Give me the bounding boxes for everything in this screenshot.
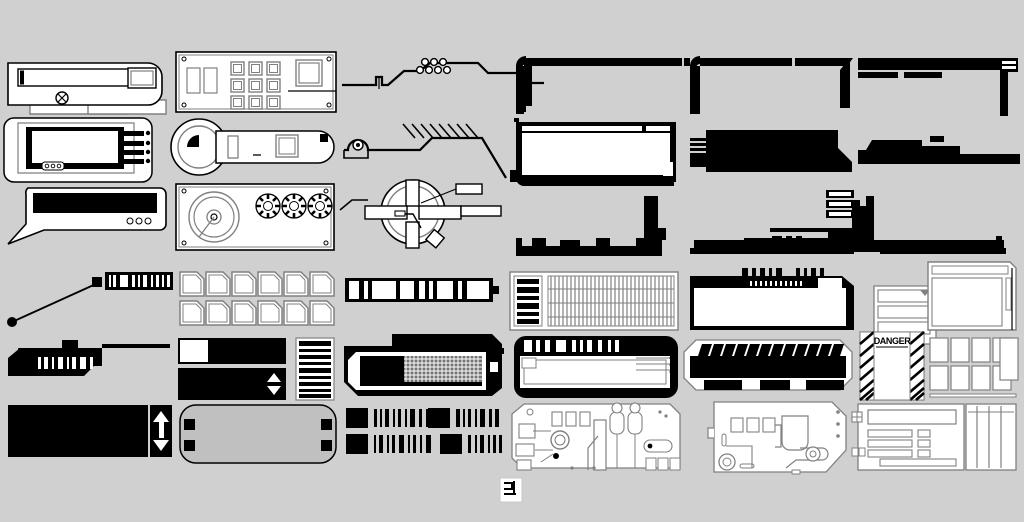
cut-corner-row-2[interactable] <box>179 300 335 326</box>
button-matrix[interactable] <box>929 337 1019 398</box>
wedge-barcode-strip <box>8 340 170 376</box>
dial-wand-panel[interactable] <box>170 118 335 176</box>
callout-bubble[interactable] <box>7 187 167 245</box>
leader-line-barcode <box>7 272 173 327</box>
filled-display-b <box>690 130 852 172</box>
filled-display-a <box>510 118 676 186</box>
hatch-marks <box>402 123 479 139</box>
frame-bracket-b <box>684 56 853 114</box>
arrow-up-icon[interactable] <box>267 373 281 382</box>
hub-crosshair[interactable] <box>339 179 502 249</box>
wide-readout-bar[interactable] <box>7 62 167 115</box>
header-ticks <box>742 268 824 276</box>
barcode-quad <box>346 408 502 454</box>
filled-display-c <box>858 136 1020 164</box>
node-cluster <box>415 57 452 75</box>
louver-panel <box>509 271 679 331</box>
pcb-board-left <box>511 402 681 471</box>
cut-corner-row-1[interactable] <box>179 271 335 297</box>
black-panel-arrows[interactable] <box>8 405 172 457</box>
arrow-up-icon[interactable] <box>153 411 169 422</box>
screen-bezel-panel[interactable] <box>3 117 153 183</box>
hazard-stripes-right <box>909 331 925 401</box>
radiator-fins <box>698 344 844 356</box>
side-port-pins <box>118 130 151 164</box>
frame-bracket-a <box>516 56 682 114</box>
terrain-line-nodes <box>342 57 544 89</box>
readout-ticks <box>524 340 619 352</box>
form-panel[interactable] <box>851 403 965 471</box>
rounded-readout <box>514 336 678 398</box>
header-strip-panel <box>690 268 854 330</box>
radiator-module <box>683 339 853 391</box>
arrow-down-icon[interactable] <box>153 440 169 451</box>
danger-label: DANGER <box>874 336 912 346</box>
frame-bracket-c <box>858 58 1018 116</box>
stripe-stack <box>295 337 335 401</box>
progress-and-stack[interactable] <box>178 337 335 401</box>
folder-tabs-panel[interactable] <box>873 261 1017 345</box>
pcb-board-right <box>707 401 847 475</box>
louver-fins <box>547 275 675 327</box>
maze-glyph <box>499 477 523 503</box>
fan-vents <box>255 193 333 219</box>
wedge-bars <box>38 357 93 369</box>
stepped-base-c <box>858 196 1006 254</box>
hatch-slope-line <box>343 123 507 179</box>
keypad-console[interactable] <box>175 51 337 113</box>
rounded-gray-slab[interactable] <box>179 404 337 464</box>
mesh-fill <box>404 356 482 382</box>
gauge-panel[interactable] <box>175 183 335 251</box>
cut-corner-buttons[interactable] <box>179 271 335 326</box>
segmented-bar <box>345 278 499 302</box>
arrow-down-icon[interactable] <box>267 386 281 395</box>
hazard-stripes-left <box>859 331 875 401</box>
stepped-base-a <box>516 196 666 256</box>
column-panel <box>965 403 1017 471</box>
keypad-keys[interactable] <box>230 61 281 110</box>
tank-module <box>344 334 504 396</box>
danger-placard: DANGER <box>859 331 925 401</box>
barcode-bars <box>109 275 170 287</box>
